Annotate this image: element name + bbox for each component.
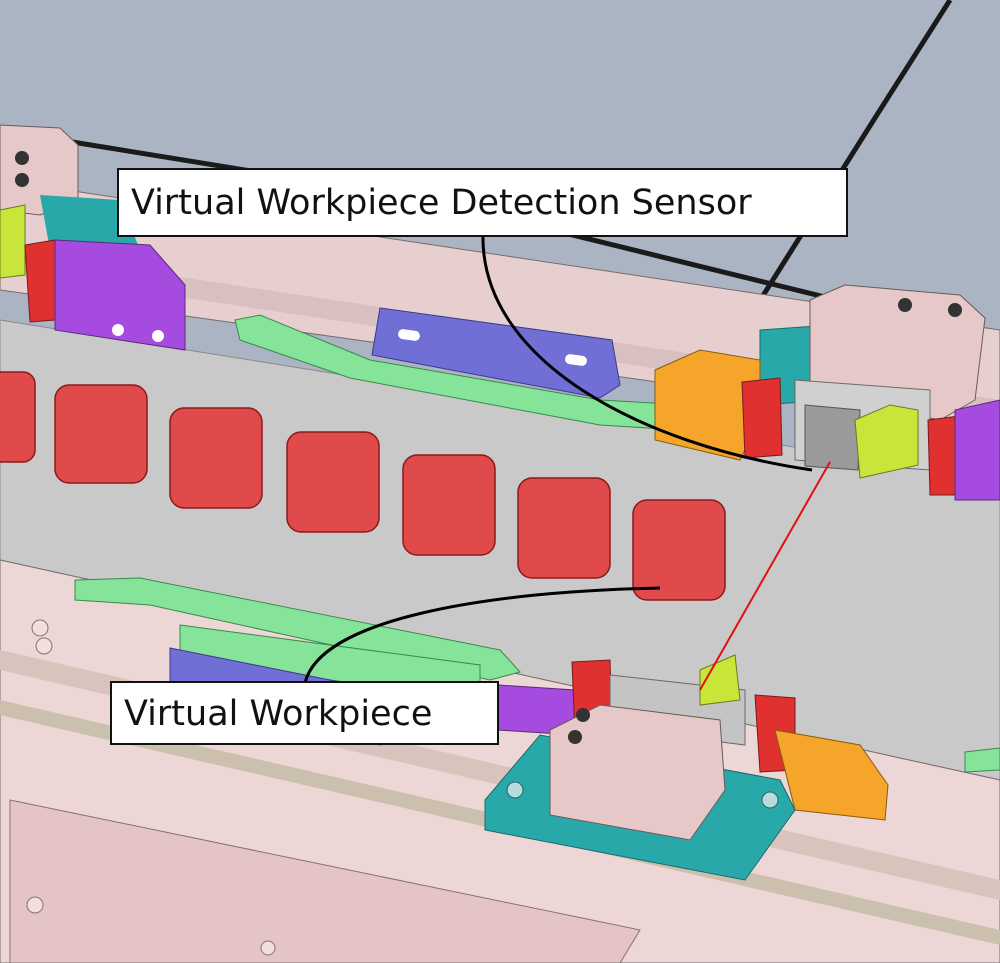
- teal-plate-far-left: [40, 195, 140, 250]
- lime-emitter-bracket: [699, 654, 741, 706]
- sensor-leader-line: [481, 233, 813, 472]
- lime-sensor-bracket: [854, 404, 919, 479]
- block-bolt: [898, 298, 912, 312]
- rail-screw: [35, 637, 53, 655]
- sensor-beam: [699, 461, 831, 691]
- block-bolt: [15, 173, 29, 187]
- virtual-workpiece[interactable]: [169, 407, 263, 509]
- sensor-callout-label: Virtual Workpiece Detection Sensor: [117, 168, 848, 237]
- green-guide-near-right: [964, 747, 1000, 773]
- virtual-workpiece-detected[interactable]: [632, 499, 726, 601]
- rail-screw: [31, 619, 49, 637]
- virtual-workpiece[interactable]: [402, 454, 496, 556]
- bracket-hole: [152, 330, 164, 342]
- red-stopper-left: [24, 239, 56, 323]
- housing-screw: [26, 896, 44, 914]
- block-bolt: [576, 708, 590, 722]
- block-bolt: [568, 730, 582, 744]
- plate-hole: [761, 791, 779, 809]
- virtual-workpiece[interactable]: [517, 477, 611, 579]
- lime-part-left: [0, 204, 26, 279]
- plate-hole: [506, 781, 524, 799]
- blue-plate-far: [371, 307, 621, 399]
- near-cylinder-block: [549, 704, 726, 841]
- plate-slot: [398, 329, 420, 341]
- bracket-hole: [112, 324, 124, 336]
- workpiece-leader-line: [303, 586, 661, 684]
- virtual-workpiece[interactable]: [54, 384, 148, 484]
- orange-block-near: [774, 729, 889, 821]
- frame-line-diagonal: [732, 0, 953, 342]
- virtual-workpiece[interactable]: [286, 431, 380, 533]
- block-bolt: [948, 303, 962, 317]
- lower-housing: [9, 799, 641, 963]
- housing-screw: [260, 940, 276, 956]
- virtual-workpiece[interactable]: [0, 371, 36, 463]
- sensor-head: [804, 404, 861, 471]
- workpiece-callout-label: Virtual Workpiece: [110, 681, 499, 745]
- green-guide-near: [74, 577, 521, 681]
- purple-bracket-left: [54, 239, 186, 351]
- red-stopper-far: [741, 377, 783, 459]
- purple-bracket-right: [954, 399, 1000, 501]
- block-bolt: [15, 151, 29, 165]
- plate-slot: [565, 354, 587, 366]
